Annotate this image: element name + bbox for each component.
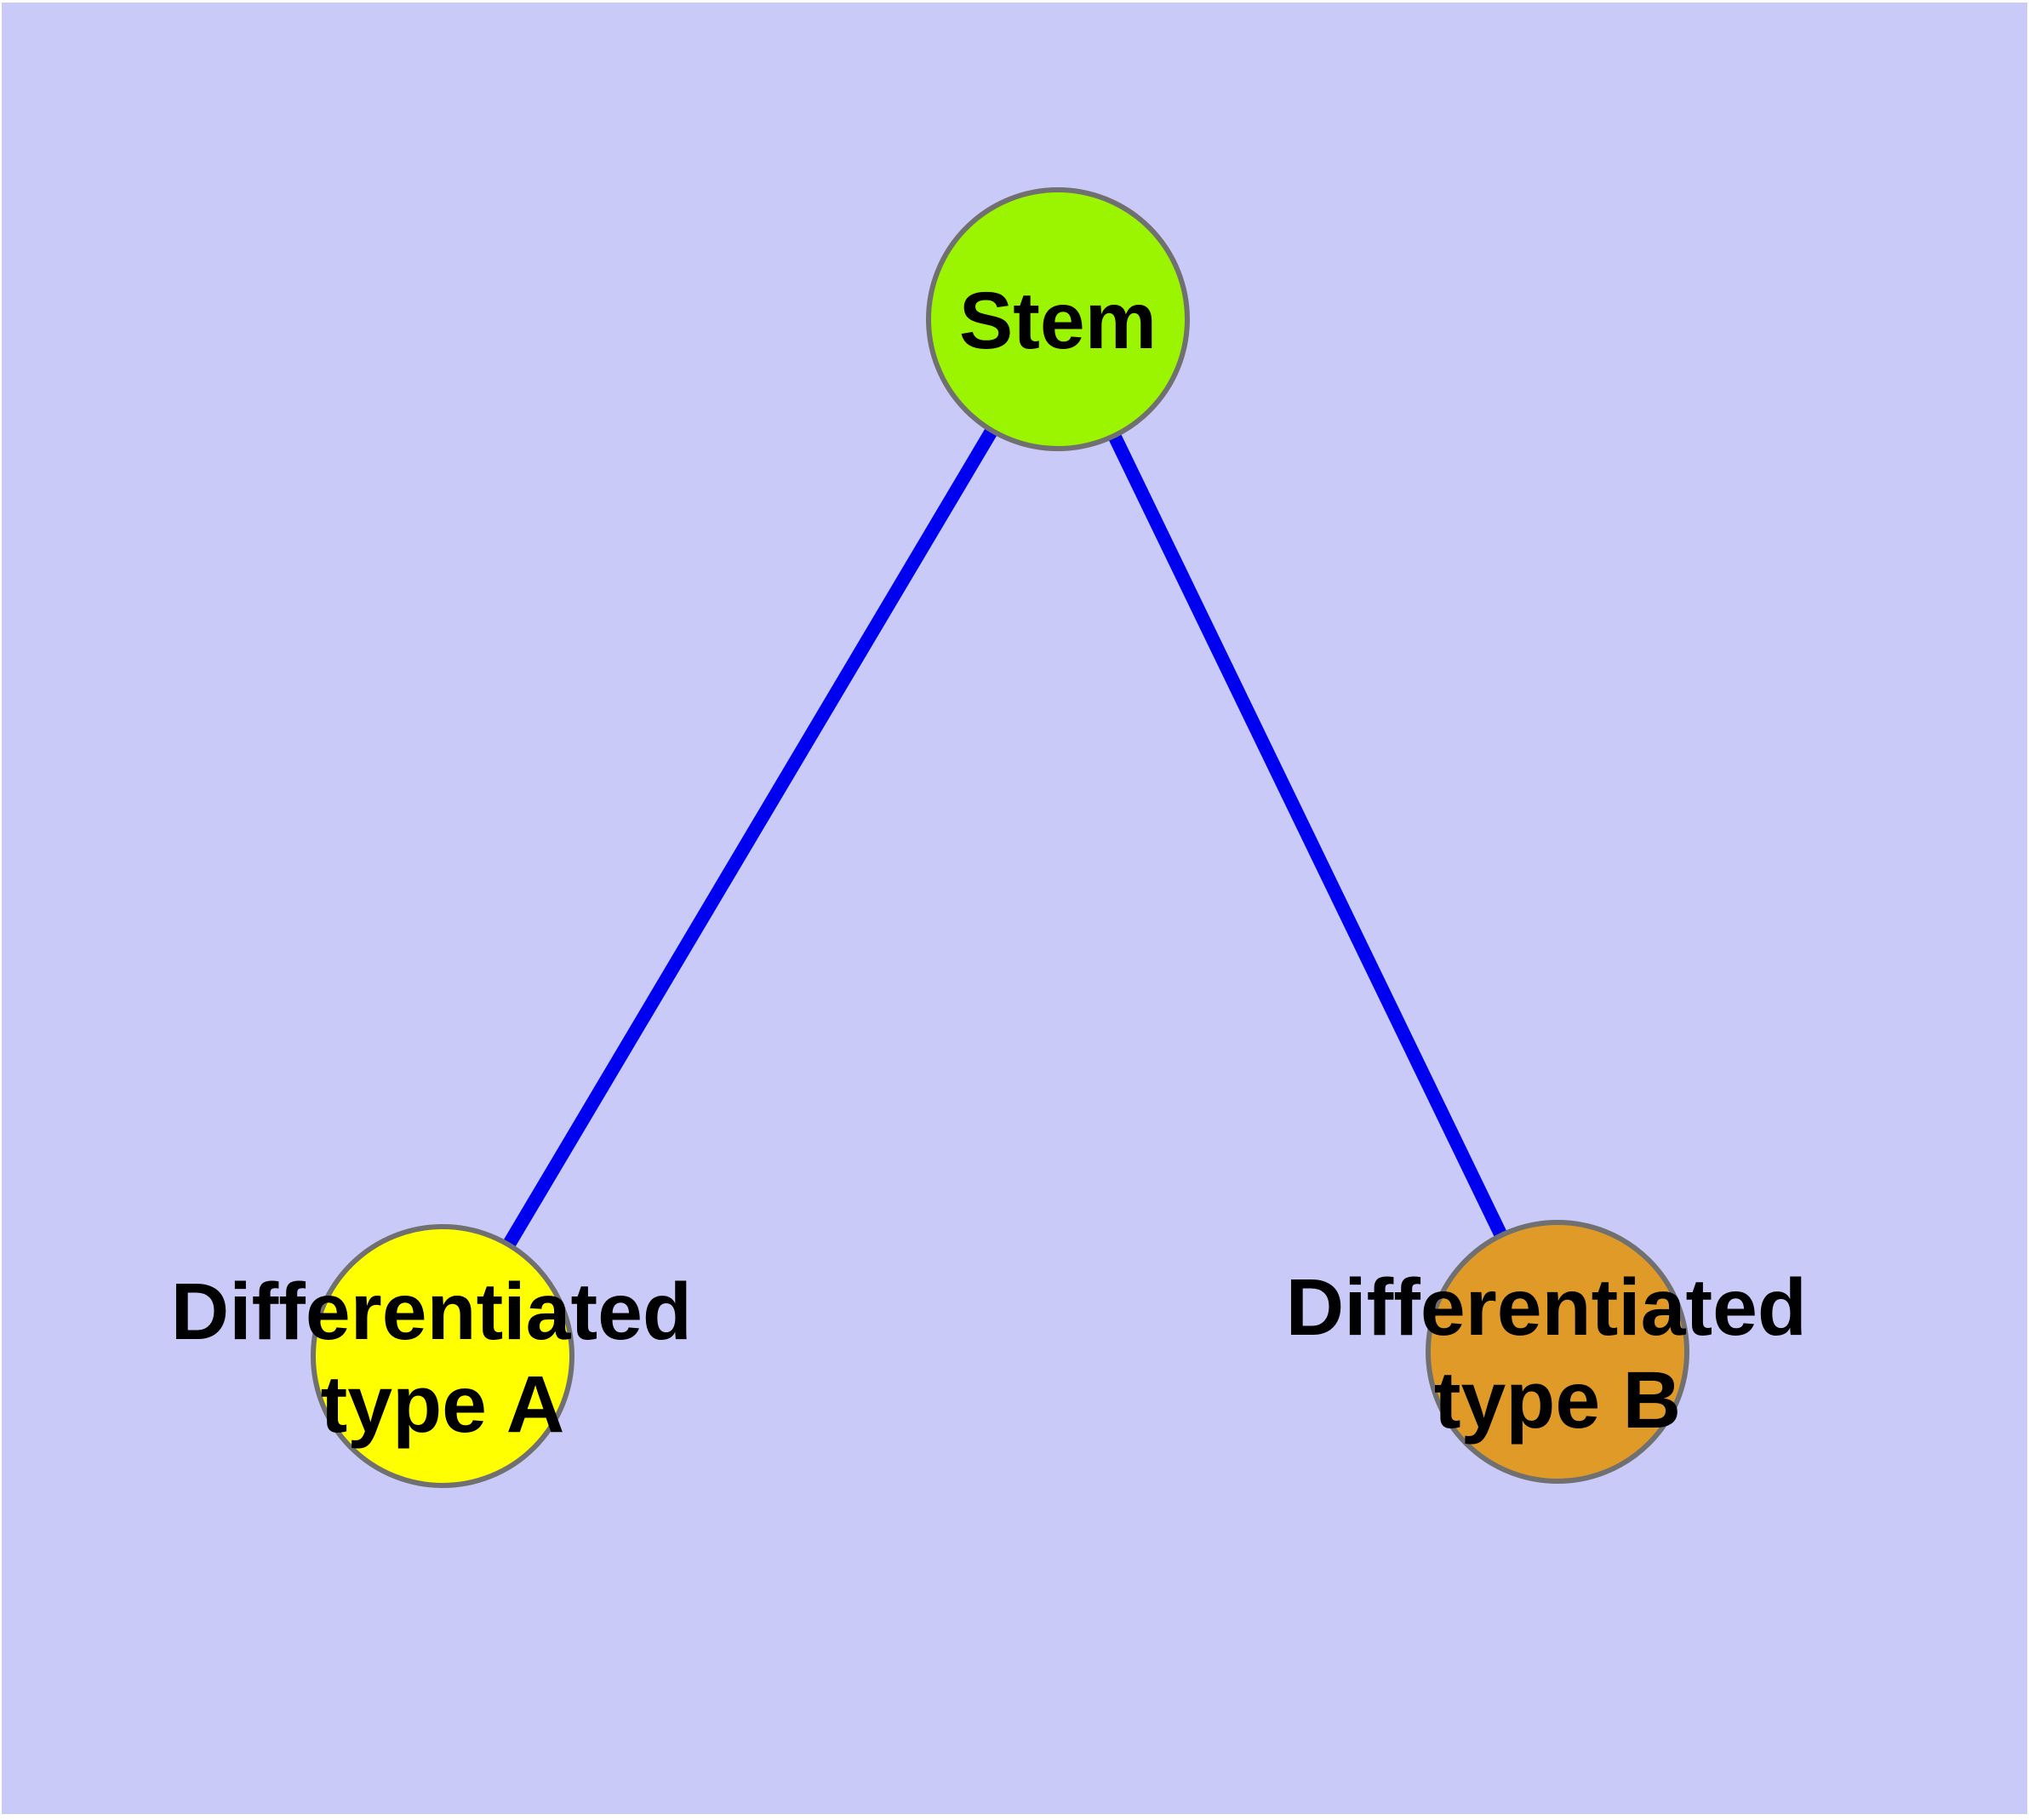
node-stem-label: Stem (959, 276, 1157, 366)
node-stem[interactable] (926, 187, 1190, 451)
edge-stem-to-type-a (437, 315, 1064, 1360)
type-b-label-line-1: Differentiated (1286, 1262, 1807, 1353)
node-differentiated-type-b-label: Differentiated type B (1286, 1262, 1830, 1445)
type-b-label-line-2: type B (1434, 1355, 1681, 1445)
node-differentiated-type-a-label: Differentiated type A (171, 1267, 715, 1450)
type-a-label-line-1: Differentiated (171, 1267, 692, 1357)
edge-stem-to-type-b (1051, 316, 1564, 1355)
type-a-label-line-2: type A (321, 1359, 565, 1450)
node-differentiated-type-b[interactable] (1426, 1220, 1689, 1484)
node-differentiated-type-a[interactable] (311, 1224, 574, 1488)
